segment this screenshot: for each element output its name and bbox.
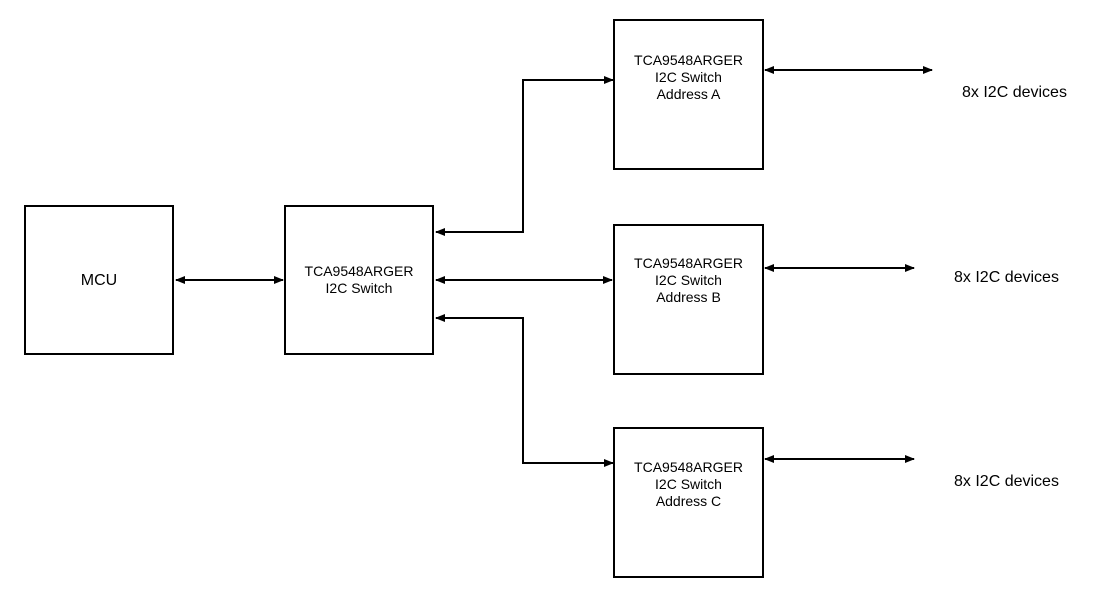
devices-c-label: 8x I2C devices [954,473,1059,490]
switch-a-part-label: TCA9548ARGER [634,52,743,68]
devices-a-label: 8x I2C devices [962,84,1067,101]
switch-c-block: TCA9548ARGER I2C Switch Address C [613,427,764,578]
switch-c-type-label: I2C Switch [655,476,722,492]
switch-b-type-label: I2C Switch [655,272,722,288]
mcu-block: MCU [24,205,174,355]
switch-to-switch-c-connector [435,314,614,467]
switch-a-address-label: Address A [656,86,721,102]
switch-c-part-label: TCA9548ARGER [634,459,743,475]
switch-b-address-label: Address B [656,289,721,305]
switch-a-type-label: I2C Switch [655,69,722,85]
root-switch-type-label: I2C Switch [325,280,393,296]
mcu-label: MCU [80,271,118,289]
switch-b-part-label: TCA9548ARGER [634,255,743,271]
switch-to-switch-a-connector [435,76,614,236]
devices-b-label: 8x I2C devices [954,269,1059,286]
switch-b-block: TCA9548ARGER I2C Switch Address B [613,224,764,375]
root-switch-part-label: TCA9548ARGER [304,263,414,279]
switch-a-block: TCA9548ARGER I2C Switch Address A [613,19,764,170]
root-switch-block: TCA9548ARGER I2C Switch [284,205,434,355]
switch-c-address-label: Address C [655,493,722,509]
